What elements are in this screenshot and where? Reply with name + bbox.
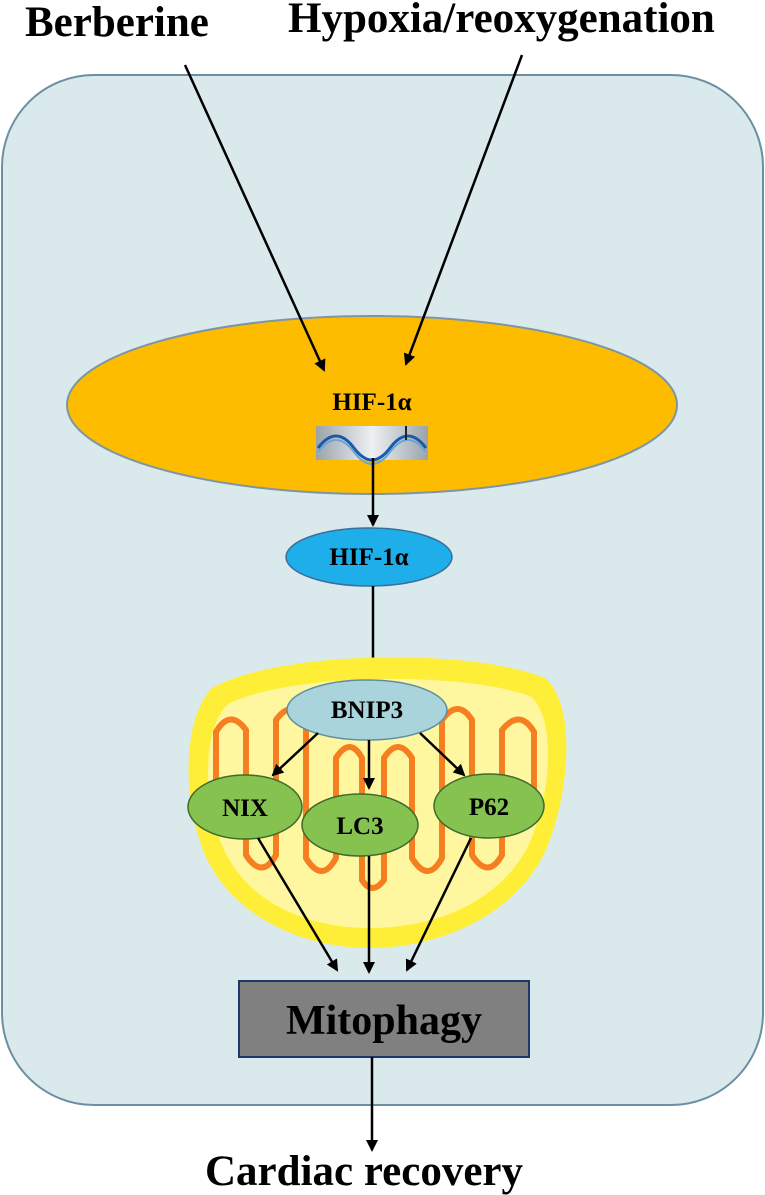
p62-node [433, 773, 545, 839]
hif1a-node [285, 527, 453, 587]
dna-icon [316, 426, 428, 465]
lc3-node-label: LC3 [336, 813, 383, 840]
arrow-hypoxia-to-hif [403, 54, 524, 366]
arrow-p62-to-mitophagy [405, 837, 473, 972]
arrow-berberine-to-hif [183, 64, 326, 372]
nucleus-hif1a-label: HIF-1α [332, 389, 411, 416]
hif1a-node-label: HIF-1α [329, 544, 408, 571]
lc3-node [301, 793, 419, 857]
cristae [213, 706, 537, 891]
nix-node [187, 774, 303, 840]
cell-membrane [1, 74, 764, 1106]
arrow-nix-to-mitophagy [256, 837, 339, 972]
arrow-bnip3-to-nix [271, 732, 319, 777]
nix-node-label: NIX [222, 795, 268, 822]
outcome-cardiac-recovery: Cardiac recovery [205, 1148, 523, 1195]
arrow-bnip3-to-p62 [419, 732, 466, 777]
mitophagy-label: Mitophagy [286, 998, 482, 1044]
bnip3-node-label: BNIP3 [331, 697, 403, 724]
p62-node-label: P62 [469, 794, 509, 821]
mitophagy-box [238, 980, 530, 1058]
input-hypoxia-reoxygenation: Hypoxia/reoxygenation [288, 0, 715, 42]
bnip3-node [286, 679, 448, 741]
input-berberine: Berberine [25, 0, 209, 46]
